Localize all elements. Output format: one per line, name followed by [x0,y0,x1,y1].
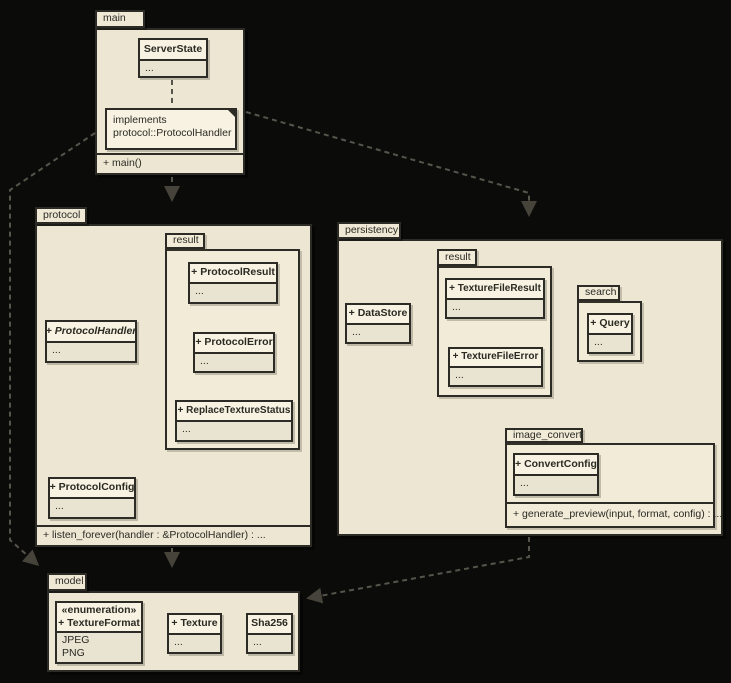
class-serverstate: ServerState ... [138,38,208,78]
class-protocolconfig: + ProtocolConfig ... [48,477,136,519]
package-protocol-result-label: result [173,234,199,247]
class-datastore-name: + DataStore [347,305,409,325]
package-protocol-operations: + listen_forever(handler : &ProtocolHand… [37,525,310,545]
note-line-1: implements [113,114,167,126]
class-texturefileresult: + TextureFileResult ... [445,278,545,319]
class-sha256-name: Sha256 [248,615,291,635]
class-texturefileerror-attrs: ... [450,368,541,385]
class-serverstate-name: ServerState [140,40,206,61]
class-textureformat-name: «enumeration» + TextureFormat [57,603,141,633]
package-protocol-tab: protocol [35,207,87,224]
class-texture-attrs: ... [169,635,220,652]
class-protocolhandler-attrs: ... [47,343,135,361]
note-fold-corner-icon [226,108,237,119]
class-texture-name: + Texture [169,615,220,635]
class-query: + Query ... [587,313,633,354]
class-datastore-attrs: ... [347,325,409,342]
package-persistency-label: persistency [345,223,399,236]
class-convertconfig-name: + ConvertConfig [515,455,597,476]
package-protocol-result-tab: result [165,233,205,249]
enum-value-png: PNG [62,647,85,660]
enum-value-jpeg: JPEG [62,634,90,646]
package-persistency-result-tab: result [437,249,477,266]
package-model-tab: model [47,573,87,591]
class-protocolhandler-name: + ProtocolHandler [46,322,136,343]
note-implements: implements protocol::ProtocolHandler [105,108,237,150]
class-texturefileresult-name: + TextureFileResult [447,280,543,300]
class-protocolerror-attrs: ... [195,354,273,371]
class-replacetexturestatus-attrs: ... [177,422,291,440]
class-protocolresult-attrs: ... [190,284,276,302]
class-texturefileresult-attrs: ... [447,300,543,317]
class-replacetexturestatus-name: + ReplaceTextureStatus [177,402,291,422]
package-image-convert-operations: + generate_preview(input, format, config… [507,502,722,526]
package-main-operations: + main() [97,153,243,173]
textureformat-title: + TextureFormat [58,617,140,629]
class-texturefileerror-name: + TextureFileError [450,349,541,368]
class-protocolconfig-name: + ProtocolConfig [50,479,134,499]
class-protocolerror-name: + ProtocolError [195,334,273,354]
package-image-convert-tab: image_convert [505,428,583,443]
package-main-label: main [103,12,126,25]
arrow-persistency-to-model [306,537,530,604]
package-persistency-tab: persistency [337,222,401,239]
package-image-convert-label: image_convert [513,428,582,441]
class-protocolerror: + ProtocolError ... [193,332,275,373]
package-model-label: model [55,575,84,588]
package-search-tab: search [577,285,620,301]
class-sha256-attrs: ... [248,635,291,652]
class-texture: + Texture ... [167,613,222,654]
arrow-main-to-persistency [245,111,537,217]
class-textureformat: «enumeration» + TextureFormat JPEG PNG [55,601,143,664]
textureformat-stereotype: «enumeration» [61,603,137,616]
package-main-tab: main [95,10,145,28]
class-query-attrs: ... [589,335,631,352]
protocol-operation-label: + listen_forever(handler : &ProtocolHand… [43,529,266,542]
class-datastore: + DataStore ... [345,303,411,344]
package-search-label: search [585,286,617,299]
class-protocolresult: + ProtocolResult ... [188,262,278,304]
package-protocol-label: protocol [43,208,81,221]
class-protocolhandler: + ProtocolHandler ... [45,320,137,363]
class-serverstate-attrs: ... [140,61,206,77]
class-protocolconfig-attrs: ... [50,499,134,517]
main-operation-label: + main() [103,157,142,170]
class-protocolresult-name: + ProtocolResult [190,264,276,284]
class-convertconfig: + ConvertConfig ... [513,453,599,496]
note-line-2: protocol::ProtocolHandler [113,127,232,140]
class-sha256: Sha256 ... [246,613,293,654]
class-textureformat-attrs: JPEG PNG [57,633,141,662]
class-replacetexturestatus: + ReplaceTextureStatus ... [175,400,293,442]
class-convertconfig-attrs: ... [515,476,597,494]
class-texturefileerror: + TextureFileError ... [448,347,543,387]
image-convert-operation-label: + generate_preview(input, format, config… [513,508,723,521]
class-query-name: + Query [589,315,631,335]
package-persistency-result-label: result [445,250,471,263]
